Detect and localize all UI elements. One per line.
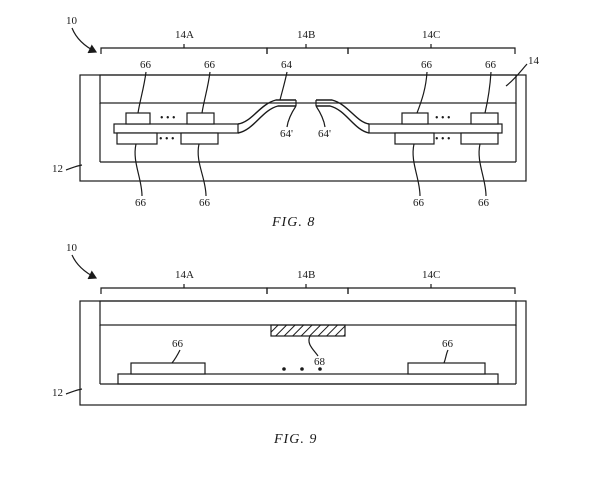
fig8-trace-left-top — [237, 99, 296, 125]
figure-8: 10 14A 14B 14C 12 14 — [52, 15, 540, 230]
fig8-ref-66-c: 66 — [421, 59, 433, 71]
fig8-ref-66-d: 66 — [485, 59, 497, 71]
fig9-dot-2 — [300, 367, 304, 371]
fig8-housing — [79, 74, 527, 182]
fig9-region-braces — [100, 284, 516, 294]
fig8-display-layer — [99, 74, 517, 104]
fig8-component-tl2 — [186, 112, 215, 125]
fig8-ellipsis-br: • • • — [435, 134, 451, 145]
fig8-component-tl1 — [125, 112, 151, 125]
fig9-device-ref-arrow — [71, 254, 98, 280]
fig8-trace-right-top — [316, 99, 370, 125]
fig8-ref-64prime-b: 64' — [318, 128, 331, 140]
fig9-housing — [79, 300, 527, 406]
fig8-region-braces — [100, 44, 516, 54]
fig9-dot-3 — [318, 367, 322, 371]
fig9-component-right — [407, 362, 486, 375]
fig9-region-14a-label: 14A — [175, 269, 194, 281]
fig8-component-br2 — [460, 132, 499, 145]
fig8-left-substrate — [113, 123, 239, 134]
fig8-component-bl2 — [180, 132, 219, 145]
fig8-component-bl1 — [116, 132, 158, 145]
fig9-region-14b-label: 14B — [297, 269, 315, 281]
fig8-caption: FIG. 8 — [271, 215, 315, 230]
figure-9: 10 14A 14B 14C 68 — [52, 242, 527, 447]
fig8-component-tr1 — [401, 112, 429, 125]
fig8-ref-66-f: 66 — [199, 197, 211, 209]
fig8-brace-14a — [100, 47, 268, 54]
fig8-ref-66-b: 66 — [204, 59, 216, 71]
fig9-hinge-ref-label: 68 — [314, 356, 326, 368]
fig8-component-br1 — [394, 132, 435, 145]
fig8-ellipsis-tl: • • • — [160, 113, 176, 124]
fig9-region-14c-label: 14C — [422, 269, 440, 281]
fig8-device-ref-label: 10 — [66, 15, 78, 27]
fig8-region-14c-label: 14C — [422, 29, 440, 41]
fig8-ref-64: 64 — [281, 59, 293, 71]
fig8-ellipsis-bl: • • • — [159, 134, 175, 145]
fig8-housing-ref-label: 12 — [52, 163, 63, 175]
fig8-ref-66-a: 66 — [140, 59, 152, 71]
fig8-ref-64prime-a: 64' — [280, 128, 293, 140]
fig9-dot-1 — [282, 367, 286, 371]
fig8-trace-right-bottom — [316, 105, 370, 134]
fig8-ref-66-e: 66 — [135, 197, 147, 209]
fig9-ref-66-a: 66 — [172, 338, 184, 350]
fig9-component-left — [130, 362, 206, 375]
fig8-ellipsis-tr: • • • — [435, 113, 451, 124]
fig8-device-ref-arrow — [71, 27, 98, 54]
fig8-brace-14b — [266, 47, 349, 54]
fig8-region-14a-label: 14A — [175, 29, 194, 41]
fig9-caption: FIG. 9 — [273, 432, 317, 447]
fig8-trace-left-bottom — [237, 105, 296, 134]
fig8-ref-66-g: 66 — [413, 197, 425, 209]
fig9-ref-66-b: 66 — [442, 338, 454, 350]
fig9-device-ref-label: 10 — [66, 242, 78, 254]
fig9-substrate — [117, 373, 499, 385]
fig8-display-ref-label: 14 — [528, 55, 540, 67]
fig9-housing-ref-label: 12 — [52, 387, 63, 399]
fig8-ref-66-h: 66 — [478, 197, 490, 209]
fig8-brace-14c — [347, 47, 516, 54]
fig8-region-14b-label: 14B — [297, 29, 315, 41]
fig8-component-tr2 — [470, 112, 499, 125]
fig8-right-substrate — [368, 123, 503, 134]
fig9-hinge — [270, 324, 346, 337]
